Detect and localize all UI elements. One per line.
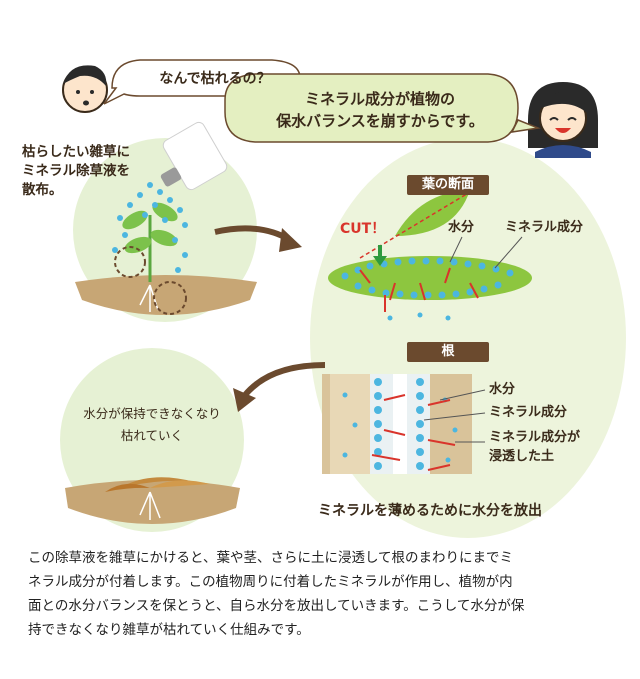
step1-text: 枯らしたい雑草に ミネラル除草液を 散布。 xyxy=(22,143,130,200)
caption-line-3: 面との水分バランスを保とうと、自ら水分を放出していきます。こうして水分が保 xyxy=(28,598,525,614)
step1-line-1: 枯らしたい雑草に xyxy=(22,144,130,160)
step3-line-2: 枯れていく xyxy=(120,428,184,443)
leaf-water-dots xyxy=(341,257,514,321)
withered-roots xyxy=(139,491,161,520)
root-soil-label-line-2: 浸透した土 xyxy=(489,449,555,464)
girl-avatar xyxy=(528,82,598,158)
withered-leaf xyxy=(105,483,150,492)
caption-line-4: 持できなくなり雑草が枯れていく仕組みです。 xyxy=(28,622,310,638)
cut-leaf xyxy=(395,190,470,236)
boy-avatar xyxy=(62,65,108,113)
mechanism-circle xyxy=(310,138,626,538)
root-tag: 根 xyxy=(407,342,489,362)
leaf-water-label: 水分 xyxy=(448,220,475,235)
withered-leaf xyxy=(120,477,195,488)
answer-bubble xyxy=(224,73,541,143)
answer-line-2: 保水バランスを崩すからです。 xyxy=(276,112,484,130)
spray-bottle-icon xyxy=(160,121,228,191)
root-red-arrows xyxy=(371,394,456,471)
step1-line-3: 散布。 xyxy=(22,182,63,198)
leaf-red-arrows xyxy=(359,267,479,312)
focus-leaf-circle xyxy=(114,246,146,278)
root-water-dots xyxy=(342,378,458,470)
caption-line-2: ネラル成分が付着します。この植物周りに付着したミネラルが作用し、植物が内 xyxy=(28,574,513,590)
step3-line-1: 水分が保持できなくなり xyxy=(83,406,221,421)
plant-leaf xyxy=(122,210,148,230)
spray-circle xyxy=(73,138,257,322)
soil-3 xyxy=(65,480,240,524)
question-text: なんで枯れるの？ xyxy=(159,71,271,87)
answer-line-1: ミネラル成分が植物の xyxy=(304,90,455,108)
plant-leaf xyxy=(124,236,152,254)
plant-leaf xyxy=(150,229,178,247)
step3-text: 水分が保持できなくなり 枯れていく xyxy=(72,403,232,447)
focus-root-circle xyxy=(153,281,187,315)
down-arrow-icon xyxy=(373,256,387,266)
explanation-caption: この除草液を雑草にかけると、葉や茎、さらに土に浸透して根のまわりにまでミ ネラル… xyxy=(28,546,618,642)
soil-1 xyxy=(75,275,257,315)
leaf-mineral-label: ミネラル成分 xyxy=(505,220,584,235)
root-soil-label-line-1: ミネラル成分が xyxy=(489,430,581,445)
root-water-label: 水分 xyxy=(489,382,516,397)
release-caption: ミネラルを薄めるために水分を放出 xyxy=(318,503,542,519)
withered-leaf xyxy=(150,480,210,488)
caption-line-1: この除草液を雑草にかけると、葉や茎、さらに土に浸透して根のまわりにまでミ xyxy=(28,550,514,566)
leaf-section-tag: 葉の断面 xyxy=(407,175,489,195)
root-mineral-label: ミネラル成分 xyxy=(489,405,568,420)
spray-droplets xyxy=(112,182,188,273)
cut-label: CUT！ xyxy=(340,221,386,237)
arrow-to-withered xyxy=(242,362,326,397)
root-soil-label: ミネラル成分が 浸透した土 xyxy=(489,428,580,466)
step1-line-2: ミネラル除草液を xyxy=(22,163,130,179)
plant-leaf xyxy=(152,202,178,222)
